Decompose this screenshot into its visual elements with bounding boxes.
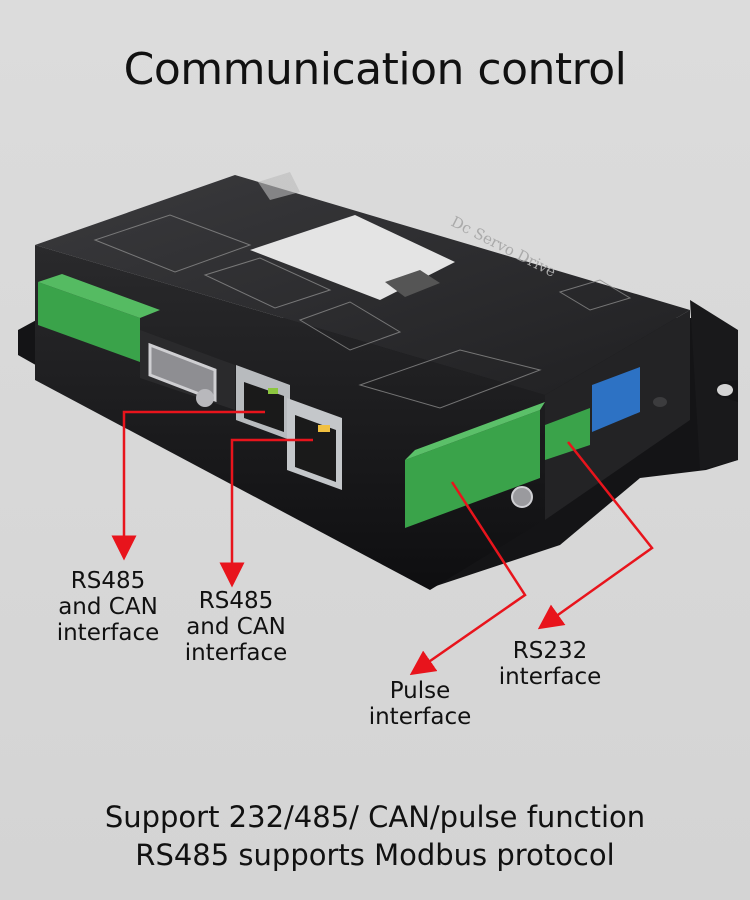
- footer-line-2: RS485 supports Modbus protocol: [135, 838, 615, 872]
- pulse-terminal-block: [405, 402, 545, 528]
- callout-rs485-can-2: RS485 and CAN interface: [176, 588, 296, 666]
- arrow-rs485-2: [219, 438, 313, 588]
- callout-line: RS485: [198, 588, 274, 614]
- rj45-port-2: [287, 398, 342, 490]
- ground-screw: [511, 486, 533, 508]
- callout-line: interface: [56, 620, 160, 646]
- callout-pulse: Pulse interface: [360, 678, 480, 730]
- mounting-slot: [717, 384, 733, 396]
- brand-logo-icon: [258, 172, 300, 200]
- left-terminal-block: [38, 274, 160, 362]
- callout-line: interface: [498, 664, 602, 690]
- callout-line: interface: [184, 640, 288, 666]
- callout-line: and CAN: [186, 614, 286, 640]
- mounting-ear: [690, 300, 738, 470]
- status-led: [653, 397, 667, 407]
- callout-line: RS485: [70, 568, 146, 594]
- callout-line: Pulse: [389, 678, 451, 704]
- callout-line: RS232: [512, 638, 588, 664]
- footer-line-1: Support 232/485/ CAN/pulse function: [104, 800, 646, 834]
- qr-code: [385, 270, 440, 297]
- db15-connector: [140, 330, 235, 410]
- rj45-port-1: [236, 365, 290, 440]
- printed-table: [93, 214, 632, 409]
- rs232-terminal: [545, 408, 590, 460]
- callout-line: and CAN: [58, 594, 158, 620]
- arrow-rs232: [537, 441, 654, 630]
- callout-line: interface: [368, 704, 472, 730]
- arrow-rs485-1: [111, 410, 265, 561]
- callout-rs485-can-1: RS485 and CAN interface: [48, 568, 168, 646]
- callout-rs232: RS232 interface: [490, 638, 610, 690]
- page-title: Communication control: [123, 44, 627, 95]
- dip-switch: [592, 367, 640, 432]
- callout-arrows: [111, 410, 654, 676]
- arrow-pulse: [409, 481, 527, 676]
